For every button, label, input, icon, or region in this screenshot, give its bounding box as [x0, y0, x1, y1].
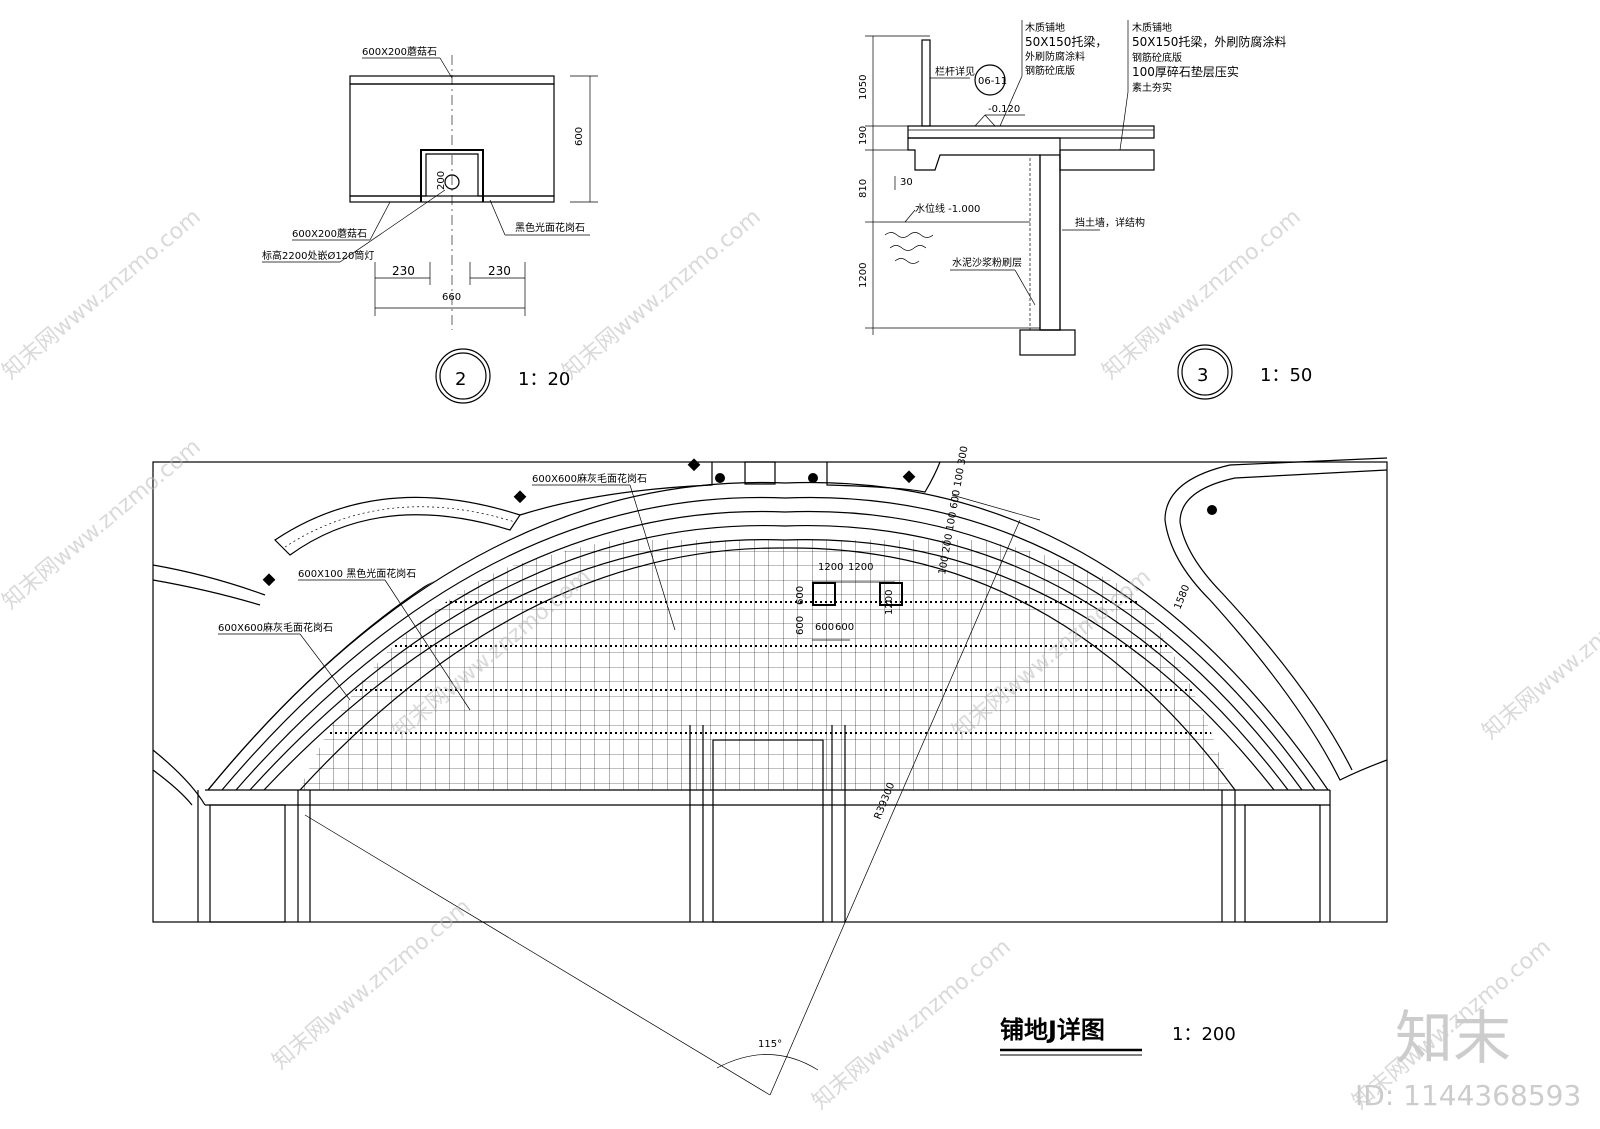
outer-arc: [207, 481, 1329, 791]
dim-1200: 1200: [858, 263, 869, 288]
plan-scale: 1：200: [1172, 1024, 1236, 1045]
dim-200: 200: [436, 171, 447, 190]
detail-2-section: 600 200 600X200蘑菇石 600X200蘑菇石 标高2200处嵌Ø1…: [262, 45, 598, 404]
watermark-text: 知末网www.znzmo.com: [1478, 564, 1600, 744]
stair-left: [209, 804, 286, 923]
layer-joist-1: 50X150托梁，: [1025, 34, 1107, 49]
detail-scale-2: 1：20: [518, 369, 570, 390]
lamp-marker-icon: [808, 473, 818, 483]
dim-angle: 115°: [758, 1039, 782, 1050]
watermark-logo: 知末: [1395, 1004, 1511, 1072]
detail-number-3: 3: [1197, 365, 1208, 386]
dim-230-left: 230: [392, 264, 415, 278]
label-black-granite: 黑色光面花岗石: [515, 221, 585, 234]
mortar-note: 水泥沙浆粉刷层: [952, 256, 1022, 269]
watermark-text: 知末网www.znzmo.com: [1098, 204, 1306, 384]
dim-600-b: 600: [795, 616, 806, 635]
lamp-marker-icon: [715, 473, 725, 483]
layer-wood-2: 木质铺地: [1132, 21, 1172, 34]
lamp-marker-icon: [262, 573, 276, 587]
layer-soil-2: 素土夯实: [1132, 81, 1172, 94]
watermark-text: 知末网www.znzmo.com: [0, 434, 206, 614]
watermark-text: 知末网www.znzmo.com: [0, 204, 206, 384]
layer-gravel-2: 100厚碎石垫层压实: [1132, 64, 1239, 79]
wood-deck: [907, 125, 1155, 139]
concrete-slab: [907, 137, 1061, 331]
label-lamp: 标高2200处嵌Ø120筒灯: [262, 249, 374, 262]
detail-scale-3: 1：50: [1260, 365, 1312, 386]
wall-footing: [1019, 329, 1076, 356]
water-level: 水位线 -1.000: [915, 202, 980, 215]
dim-1200-b: 1200: [848, 562, 873, 573]
dim-660: 660: [442, 292, 461, 303]
detail-number-2: 2: [455, 369, 466, 390]
stair-right: [1244, 804, 1321, 923]
stair-center: [712, 739, 824, 923]
railing-ref: 06-11: [978, 76, 1007, 87]
gravel-bed: [1059, 149, 1155, 171]
dim-600: 600: [574, 127, 585, 146]
dim-230-right: 230: [488, 264, 511, 278]
plan-title: 铺地J详图: [1000, 1016, 1105, 1044]
dim-1050: 1050: [858, 75, 869, 100]
dim-190: 190: [858, 126, 869, 145]
elev-minus-0120: -0.120: [988, 104, 1020, 115]
lamp-marker-icon: [513, 490, 527, 504]
watermark-text: 知末网www.znzmo.com: [558, 204, 766, 384]
railing-post: [921, 39, 931, 127]
layer-wood-1: 木质铺地: [1025, 21, 1065, 34]
dim-810: 810: [858, 179, 869, 198]
layer-slab-1: 钢筋砼底版: [1025, 64, 1075, 77]
layer-joist-2: 50X150托梁，外刷防腐涂料: [1132, 34, 1286, 49]
dim-600-d: 600: [835, 622, 854, 633]
lamp-marker-icon: [902, 470, 916, 484]
label-left-stone: 600X200蘑菇石: [292, 227, 367, 240]
retaining-wall: [1039, 154, 1061, 331]
label-black-granite: 600X100 黑色光面花岗石: [298, 567, 416, 580]
lamp-marker-icon: [687, 458, 701, 472]
watermark-id: ID: 1144368593: [1355, 1079, 1581, 1112]
wall-note: 挡土墙，详结构: [1075, 216, 1145, 229]
label-left-granite: 600X600麻灰毛面花岗石: [218, 621, 333, 634]
dim-600-c: 600: [815, 622, 834, 633]
radius-line-left: [304, 814, 771, 1096]
detail-square: [879, 582, 903, 606]
watermark-text: 知末网www.znzmo.com: [808, 934, 1016, 1114]
dim-30: 30: [900, 177, 913, 188]
railing-note: 栏杆详见: [935, 65, 975, 78]
label-top-stone: 600X200蘑菇石: [362, 45, 437, 58]
layer-paint-1: 外刷防腐涂料: [1025, 50, 1085, 63]
radius-line-right: [769, 519, 1021, 1096]
detail-3-section: 1050 190 810 1200 栏杆详见 06-11 -0.120 水位线 …: [858, 20, 1312, 400]
dim-1200-c: 1200: [884, 590, 895, 615]
label-top-granite: 600X600麻灰毛面花岗石: [532, 472, 647, 485]
layer-slab-2: 钢筋砼底版: [1132, 51, 1182, 64]
curved-bench: [274, 496, 521, 556]
granite-grid: [300, 540, 1230, 790]
dim-600-a: 600: [795, 586, 806, 605]
detail-square: [812, 582, 836, 606]
dim-1200-a: 1200: [818, 562, 843, 573]
dim-1580: 1580: [1173, 583, 1193, 611]
lamp-marker-icon: [1207, 505, 1217, 515]
